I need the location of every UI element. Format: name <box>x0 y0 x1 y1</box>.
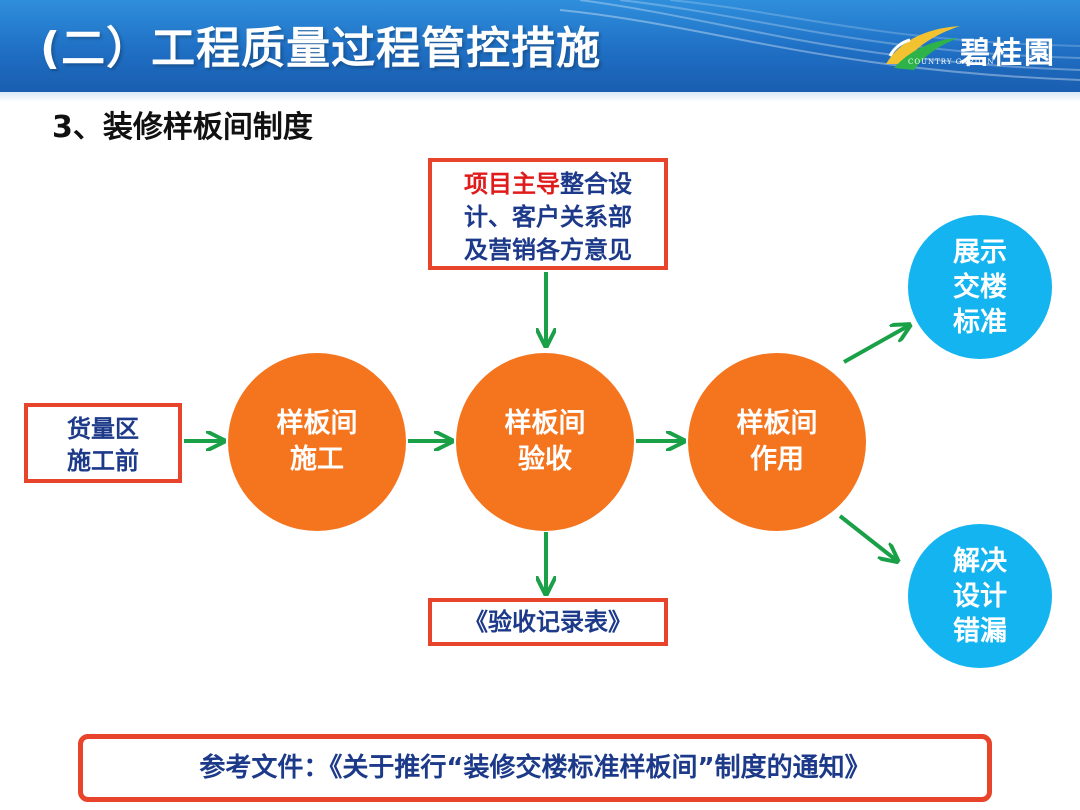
reference-document-box: 参考文件：《关于推行“装修交楼标准样板间”制度的通知》 <box>78 734 992 802</box>
precondition-line1: 货量区 <box>67 415 139 443</box>
page-title: (二）工程质量过程管控措施 <box>40 23 602 74</box>
header-bar: (二）工程质量过程管控措施 碧桂園 COUNTRY GARDEN <box>0 0 1080 92</box>
step-construction: 样板间 施工 <box>228 353 406 531</box>
input-opinions-box: 项目主导整合设 计、客户关系部 及营销各方意见 <box>428 158 668 270</box>
project-led-highlight: 项目主导 <box>464 170 560 198</box>
input-opinions-line3: 及营销各方意见 <box>464 236 632 264</box>
step-construction-line2: 施工 <box>290 444 344 475</box>
input-opinions-line1: 项目主导整合设 <box>442 168 654 201</box>
step-acceptance-line2: 验收 <box>518 444 572 475</box>
outcome-showcase-standard: 展示 交楼 标准 <box>908 215 1052 359</box>
logo-swoosh-icon <box>886 26 960 70</box>
step-construction-line1: 样板间 <box>276 408 358 439</box>
section-title: 3、装修样板间制度 <box>52 110 313 145</box>
arrow-function-to-showcase <box>843 326 908 364</box>
precondition-line2: 施工前 <box>67 447 139 475</box>
step-acceptance-line1: 样板间 <box>504 408 586 439</box>
logo-english-text: COUNTRY GARDEN <box>908 58 995 66</box>
input-opinions-line2: 计、客户关系部 <box>464 203 632 231</box>
acceptance-record-box: 《验收记录表》 <box>428 598 668 646</box>
step-acceptance: 样板间 验收 <box>456 353 634 531</box>
logo-chinese-text: 碧桂園 <box>960 36 1056 71</box>
precondition-box: 货量区 施工前 <box>24 403 182 483</box>
outcome-showcase-line3: 标准 <box>953 306 1007 338</box>
header-swoosh-decoration <box>560 0 1080 81</box>
outcome-showcase-line1: 展示 <box>953 236 1007 268</box>
step-function-line1: 样板间 <box>736 408 818 439</box>
header-underline <box>0 92 1080 102</box>
arrow-function-to-fix <box>838 514 896 560</box>
country-garden-logo: 碧桂園 COUNTRY GARDEN <box>880 20 1060 76</box>
outcome-fix-line2: 设计 <box>953 580 1007 612</box>
step-function: 样板间 作用 <box>688 353 866 531</box>
input-opinions-line1-rest: 整合设 <box>560 170 632 198</box>
outcome-fix-design-errors: 解决 设计 错漏 <box>908 524 1052 668</box>
step-function-line2: 作用 <box>750 444 804 475</box>
outcome-fix-line3: 错漏 <box>953 615 1007 647</box>
outcome-showcase-line2: 交楼 <box>953 271 1007 303</box>
outcome-fix-line1: 解决 <box>953 545 1007 577</box>
